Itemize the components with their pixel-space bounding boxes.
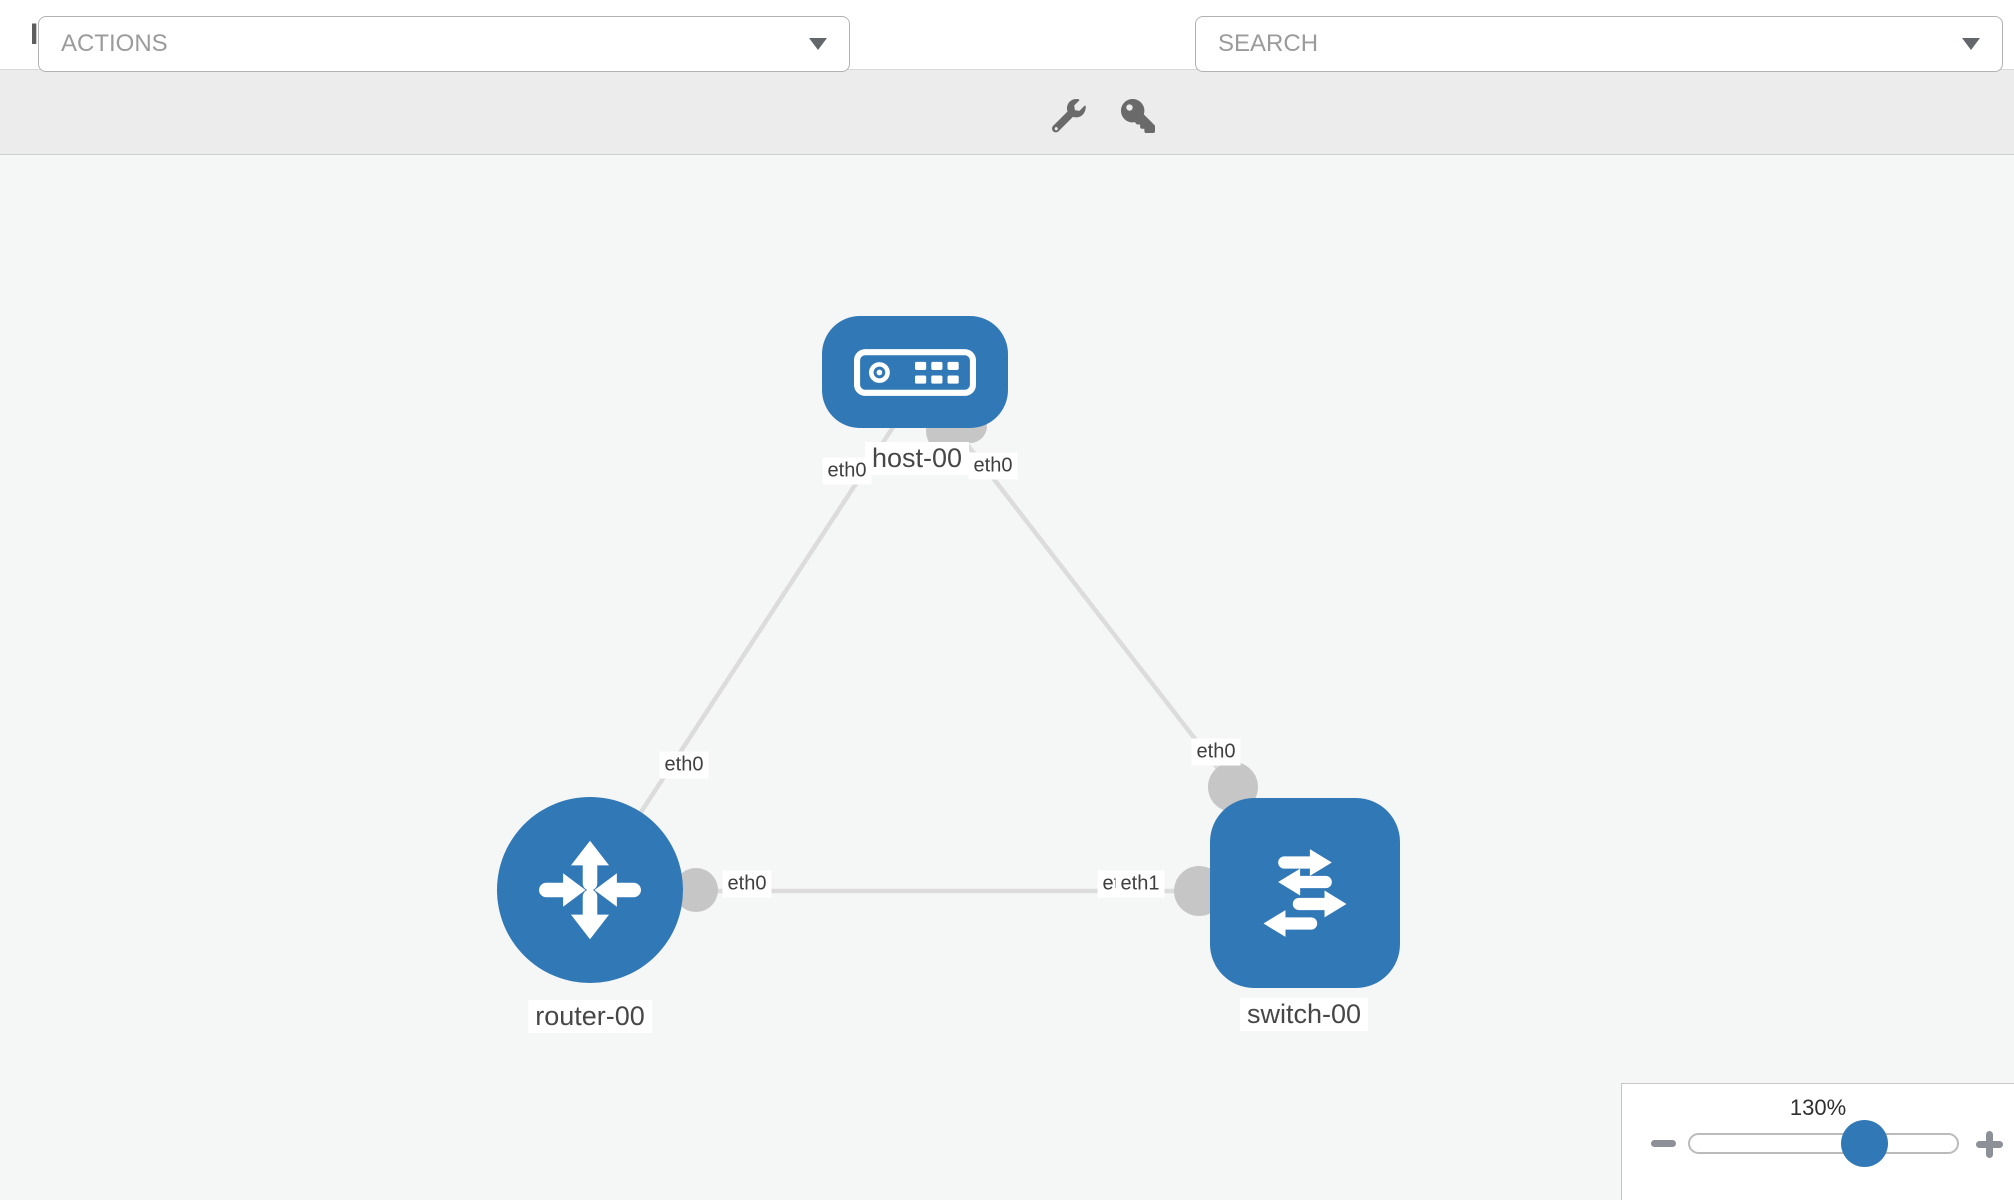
node-label-host: host-00 — [864, 442, 970, 475]
node-host-00[interactable] — [822, 316, 1008, 428]
interface-connector-router[interactable] — [674, 868, 718, 912]
link-host-switch[interactable] — [950, 423, 1235, 790]
zoom-in-button[interactable] — [1976, 1131, 2003, 1158]
chevron-down-icon — [809, 38, 827, 50]
search-placeholder: SEARCH — [1218, 30, 1319, 57]
actions-dropdown[interactable]: ACTIONS — [38, 16, 850, 72]
switch-icon — [1263, 849, 1347, 937]
node-label-router: router-00 — [528, 1000, 652, 1033]
interface-label-host-switch-switch-end: eth0 — [1191, 738, 1241, 766]
router-icon — [539, 840, 641, 940]
zoom-slider-thumb[interactable] — [1841, 1120, 1888, 1167]
wrench-icon — [1052, 99, 1086, 133]
interface-label-host-switch-host-end: eth0 — [968, 452, 1018, 480]
topology-canvas[interactable]: host-00 router-00 switch-00 eth0 eth0 et… — [0, 155, 2014, 1200]
node-label-switch: switch-00 — [1239, 998, 1369, 1031]
interface-label-host-router-host-end: eth0 — [822, 457, 872, 485]
configure-button[interactable] — [1047, 96, 1091, 136]
interface-label-router-switch-switch-end-eth1: eth1 — [1115, 870, 1165, 898]
chevron-down-icon — [1962, 38, 1980, 50]
node-router-00[interactable] — [497, 797, 683, 983]
interface-label-host-router-router-end: eth0 — [659, 751, 709, 779]
zoom-panel: 130% — [1621, 1083, 2014, 1200]
node-switch-00[interactable] — [1210, 798, 1400, 988]
key-icon — [1121, 99, 1155, 133]
zoom-out-button[interactable] — [1651, 1140, 1676, 1147]
search-dropdown[interactable]: SEARCH — [1195, 16, 2003, 72]
toolbar — [0, 70, 2014, 155]
topology-links-layer — [588, 409, 1258, 916]
host-icon — [854, 348, 976, 396]
zoom-level-label: 130% — [1789, 1095, 1847, 1120]
key-button[interactable] — [1116, 96, 1160, 136]
zoom-slider[interactable] — [1688, 1133, 1959, 1154]
interface-label-router-switch-router-end: eth0 — [722, 870, 772, 898]
actions-dropdown-label: ACTIONS — [61, 30, 168, 57]
